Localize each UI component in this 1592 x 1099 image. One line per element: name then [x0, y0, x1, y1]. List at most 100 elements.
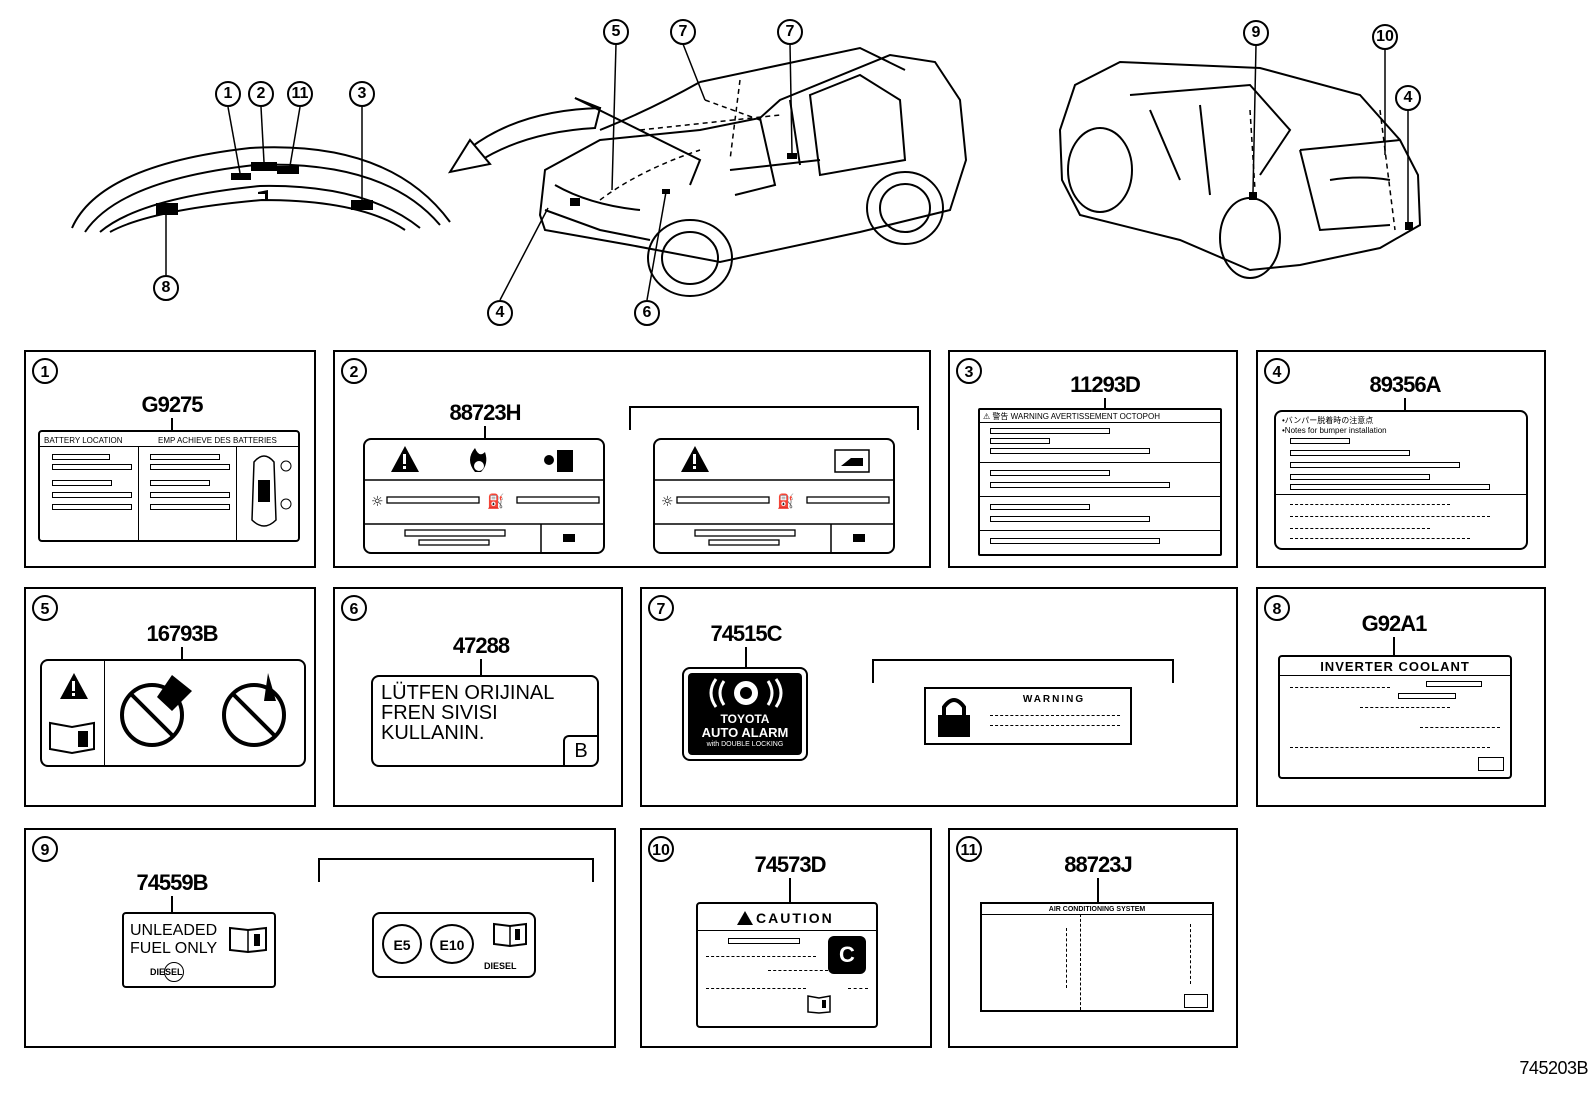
e5-badge: E5: [382, 924, 422, 964]
alarm-brand: TOYOTA: [720, 712, 770, 726]
alt-bracket: [318, 858, 594, 882]
panel-number: 4: [1264, 358, 1290, 384]
label-header: AIR CONDITIONING SYSTEM: [1048, 906, 1146, 913]
panel-11: 11 88723J AIR CONDITIONING SYSTEM: [948, 828, 1238, 1048]
brake-fluid-line-3: KULLANIN.: [381, 722, 485, 744]
leader-line: [789, 878, 791, 902]
panel-number: 6: [341, 595, 367, 621]
leader-line: [745, 647, 747, 667]
auto-alarm-label: TOYOTA AUTO ALARM with DOUBLE LOCKING: [682, 667, 808, 761]
panel-10: 10 74573D CAUTION C: [640, 828, 932, 1048]
brake-fluid-line-1: LÜTFEN ORIJINAL: [381, 682, 555, 704]
svg-text:⛽: ⛽: [777, 493, 794, 510]
unleaded-fuel-label: UNLEADED FUEL ONLY DIESEL: [122, 912, 276, 988]
alarm-icon: [709, 678, 783, 708]
panel-2: 2 88723H ☼ ⛽: [333, 350, 931, 568]
e10-badge: E10: [430, 924, 474, 964]
panel-number: 10: [648, 836, 674, 862]
panel-5: 5 16793B: [24, 587, 316, 807]
callout-9: 9: [1243, 20, 1269, 46]
callout-7a: 7: [670, 19, 696, 45]
door-warning-title: WARNING: [1022, 694, 1086, 705]
leader-line: [484, 426, 486, 438]
part-code: 11293D: [1070, 372, 1141, 397]
callout-11: 11: [287, 81, 313, 107]
hood-warning-label-b: ☼ ⛽: [653, 438, 895, 554]
leader-line: [171, 418, 173, 430]
brake-fluid-label: LÜTFEN ORIJINAL FREN SIVISI KULLANIN. B: [371, 675, 599, 767]
part-code: 74559B: [136, 870, 208, 895]
panel-number: 5: [32, 595, 58, 621]
alt-bracket: [872, 659, 1174, 683]
label-line1: •バンパー脱着時の注意点: [1282, 416, 1374, 425]
part-code: 88723H: [449, 400, 521, 425]
panel-3: 3 11293D ⚠ 警告 WARNING AVERTISSEMENT OCTO…: [948, 350, 1238, 568]
leader-line: [480, 659, 482, 675]
callout-1: 1: [215, 81, 241, 107]
callout-8: 8: [153, 275, 179, 301]
callout-4b: 4: [1395, 85, 1421, 111]
part-code: 74573D: [754, 852, 826, 877]
panel-number: 11: [956, 836, 982, 862]
part-code: 88723J: [1064, 852, 1132, 877]
door-warning-label: WARNING: [924, 687, 1132, 745]
leader-line: [1097, 878, 1099, 902]
ac-system-label: AIR CONDITIONING SYSTEM: [980, 902, 1214, 1012]
label-header-left: BATTERY LOCATION: [44, 436, 123, 445]
callout-7b: 7: [777, 19, 803, 45]
callout-2: 2: [248, 81, 274, 107]
part-code: 74515C: [710, 621, 782, 646]
panel-7: 7 74515C TOYOTA AUTO ALARM with DOUBLE L…: [640, 587, 1238, 807]
vehicle-illustration: 1 2 11 3 8 5 7 7 4 6 9 10 4: [0, 0, 1592, 340]
warning-triangle-icon: [737, 911, 753, 925]
inverter-coolant-label: INVERTER COOLANT: [1278, 655, 1512, 779]
panel-4: 4 89356A •バンパー脱着時の注意点 •Notes for bumper …: [1256, 350, 1546, 568]
panel-number: 2: [341, 358, 367, 384]
vehicle-line-drawing: [71, 43, 1422, 301]
part-code: 16793B: [146, 621, 218, 646]
brake-fluid-badge: B: [563, 735, 597, 765]
caution-title: CAUTION: [756, 910, 834, 926]
callout-6: 6: [634, 300, 660, 326]
diesel-prohibited: DIESEL: [484, 961, 517, 971]
panel-number: 3: [956, 358, 982, 384]
manual-book-icon: [807, 995, 831, 1014]
padlock-icon: [938, 698, 970, 737]
e5-e10-fuel-label: E5 E10 DIESEL: [372, 912, 536, 978]
svg-text:☼: ☼: [661, 494, 674, 510]
label-line2: •Notes for bumper installation: [1282, 426, 1387, 435]
part-code: 47288: [452, 633, 510, 658]
callout-5: 5: [603, 19, 629, 45]
panel-number: 7: [648, 595, 674, 621]
panel-6: 6 47288 LÜTFEN ORIJINAL FREN SIVISI KULL…: [333, 587, 623, 807]
part-code: 89356A: [1369, 372, 1441, 397]
hood-warning-icons: ☼ ⛽: [365, 446, 603, 552]
car-top-icon: [251, 455, 292, 527]
panel-1: 1 G9275 BATTERY LOCATION EMP ACHIEVE DES…: [24, 350, 316, 568]
hood-warning-icons-b: ☼ ⛽: [655, 446, 893, 552]
label-header-right: EMP ACHIEVE DES BATTERIES: [158, 436, 277, 445]
hood-warning-label-a: ☼ ⛽: [363, 438, 605, 554]
label-header: ⚠ 警告 WARNING AVERTISSEMENT OCTOPOH: [983, 412, 1160, 421]
warning-multilang-label: ⚠ 警告 WARNING AVERTISSEMENT OCTOPOH: [978, 408, 1222, 556]
panel-number: 1: [32, 358, 58, 384]
panel-number: 9: [32, 836, 58, 862]
fuel-line-1: UNLEADED: [130, 922, 218, 939]
part-code: G9275: [141, 392, 203, 417]
brake-fluid-line-2: FREN SIVISI: [381, 702, 498, 724]
leader-line: [1393, 637, 1395, 655]
callout-3: 3: [349, 81, 375, 107]
alt-bracket: [629, 406, 919, 430]
leader-line: [181, 647, 183, 659]
part-code: G92A1: [1361, 611, 1428, 636]
caution-badge: C: [828, 936, 866, 974]
leader-line: [1104, 398, 1106, 408]
caution-label: CAUTION C: [696, 902, 878, 1028]
panel-number: 8: [1264, 595, 1290, 621]
callout-10: 10: [1372, 24, 1398, 50]
label-header: INVERTER COOLANT: [1320, 659, 1470, 674]
manual-book-icon: [229, 926, 267, 954]
bumper-installation-label: •バンパー脱着時の注意点 •Notes for bumper installat…: [1274, 410, 1528, 550]
svg-text:☼: ☼: [371, 494, 384, 510]
leader-line: [1404, 398, 1406, 410]
